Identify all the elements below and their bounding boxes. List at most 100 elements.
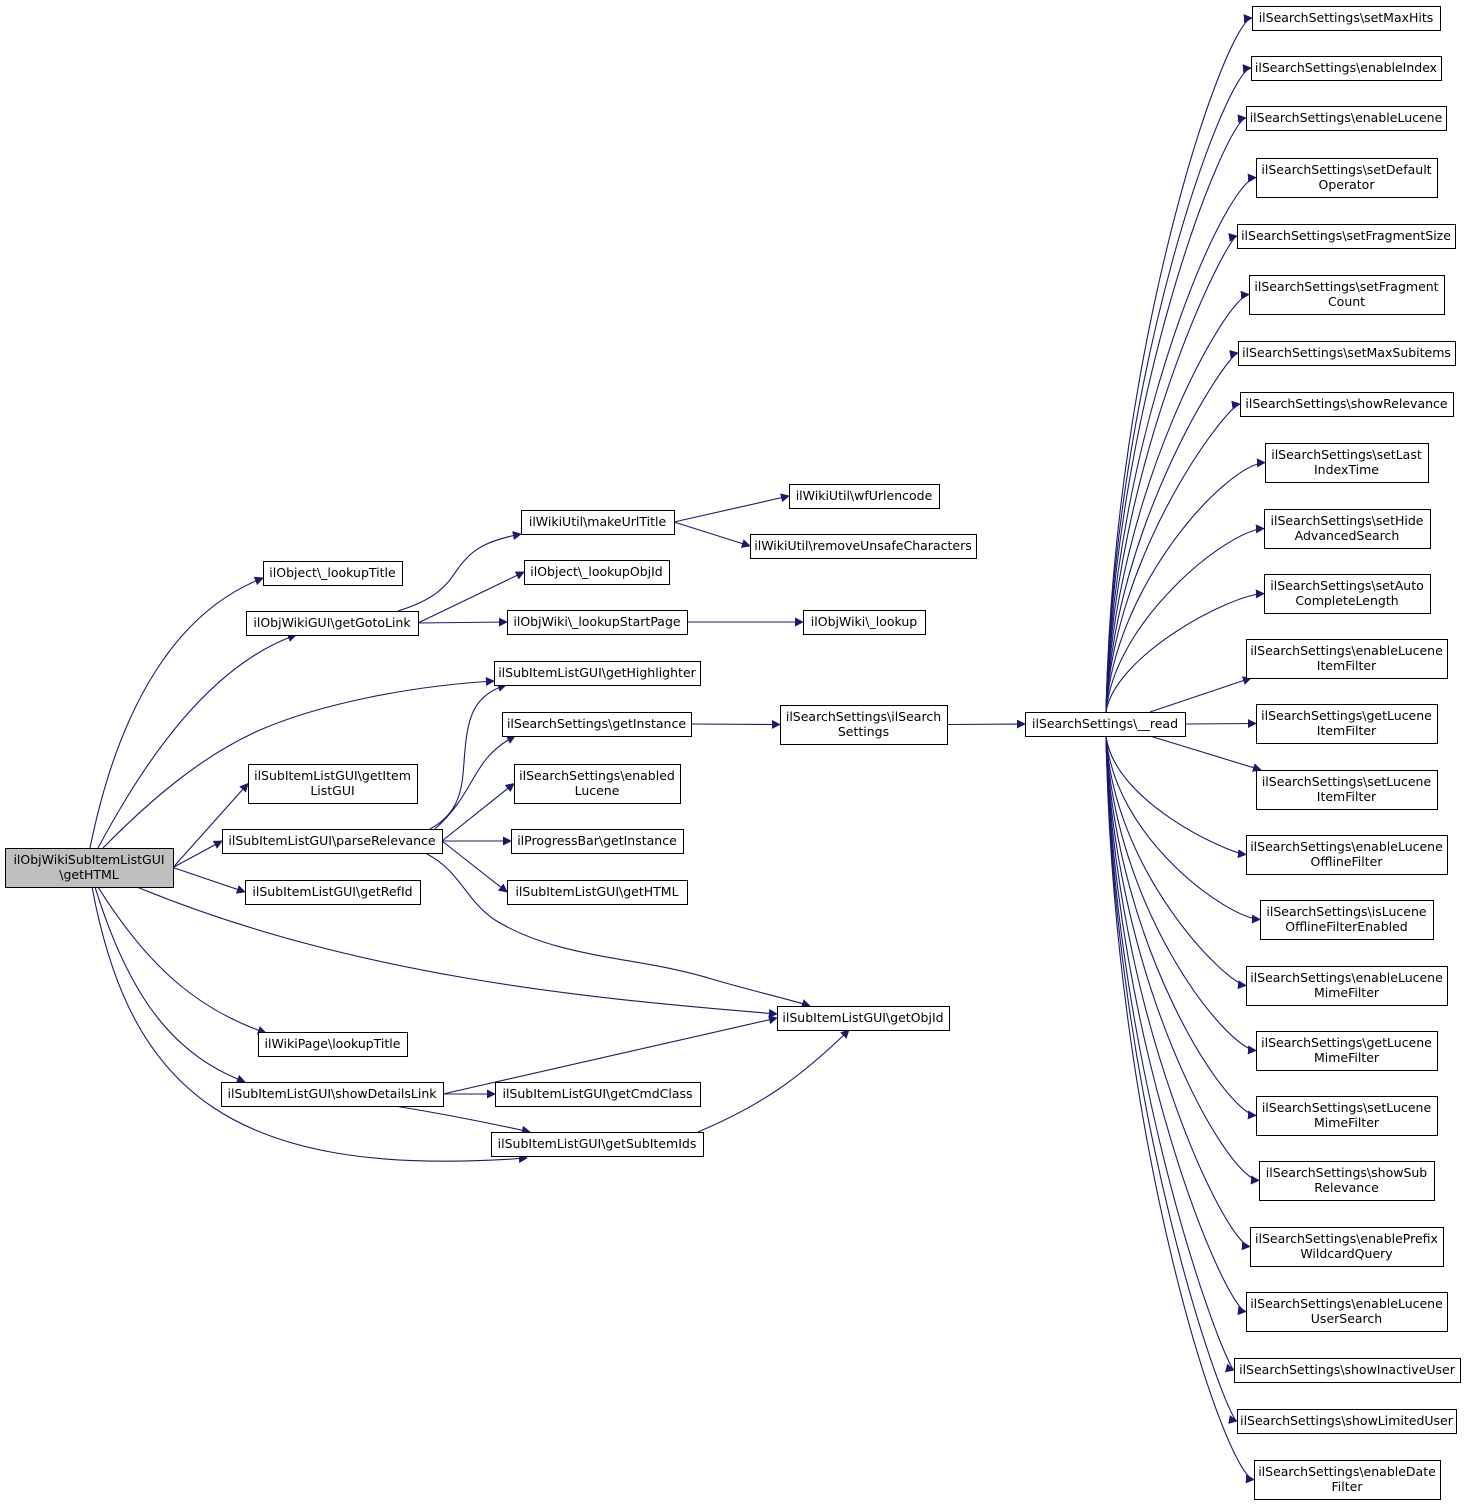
- node-r1[interactable]: ilSearchSettings\enableIndex: [1251, 56, 1442, 81]
- node-getRefId[interactable]: ilSubItemListGUI\getRefId: [245, 880, 421, 905]
- node-box: [1259, 1161, 1435, 1201]
- node-label: ilSearchSettings\setDefault: [1261, 162, 1431, 177]
- edge-getGotoLink-to-lookupObjId: [417, 571, 525, 624]
- node-label: \getHTML: [59, 867, 119, 882]
- node-wikiLookupTitle[interactable]: ilWikiPage\lookupTitle: [258, 1032, 408, 1057]
- node-label: OfflineFilterEnabled: [1285, 919, 1407, 934]
- node-label: ilSearchSettings\enableLucene: [1250, 839, 1443, 854]
- node-lookupStartPage[interactable]: ilObjWiki\_lookupStartPage: [507, 610, 688, 635]
- node-showDetailsLink[interactable]: ilSubItemListGUI\showDetailsLink: [221, 1082, 444, 1107]
- node-label: ilSearchSettings\enableLucene: [1250, 643, 1443, 658]
- node-label: ilSearchSettings\setAuto: [1270, 578, 1424, 593]
- node-r15[interactable]: ilSearchSettings\isLuceneOfflineFilterEn…: [1260, 900, 1434, 940]
- node-objWikiLookup[interactable]: ilObjWiki\_lookup: [803, 610, 926, 635]
- node-progressBar[interactable]: ilProgressBar\getInstance: [511, 829, 684, 854]
- node-label: ilSearchSettings\isLucene: [1266, 904, 1427, 919]
- edge-ilSearchSettingsCtor-to-read: [946, 719, 1026, 729]
- node-label: ilSubItemListGUI\getSubItemIds: [498, 1136, 697, 1151]
- node-label: Operator: [1319, 177, 1376, 192]
- edge-read-to-r23: [1105, 735, 1238, 1424]
- node-r20[interactable]: ilSearchSettings\enablePrefixWildcardQue…: [1250, 1227, 1444, 1267]
- node-getSubItemIds[interactable]: ilSubItemListGUI\getSubItemIds: [491, 1132, 704, 1157]
- node-box: [502, 712, 692, 737]
- edge-read-to-r4: [1105, 233, 1238, 713]
- node-box: [246, 611, 419, 636]
- node-label: ilSubItemListGUI\showDetailsLink: [227, 1086, 437, 1101]
- node-r7[interactable]: ilSearchSettings\showRelevance: [1240, 392, 1454, 417]
- node-box: [514, 764, 681, 804]
- node-box: [507, 880, 688, 905]
- node-getInstance[interactable]: ilSearchSettings\getInstance: [502, 712, 692, 737]
- node-lookupTitle[interactable]: ilObject\_lookupTitle: [263, 561, 403, 586]
- node-box: [222, 829, 443, 854]
- node-r6[interactable]: ilSearchSettings\setMaxSubitems: [1238, 341, 1456, 366]
- node-label: ilProgressBar\getInstance: [517, 833, 677, 848]
- node-getHighlighter[interactable]: ilSubItemListGUI\getHighlighter: [494, 661, 701, 686]
- node-r4[interactable]: ilSearchSettings\setFragmentSize: [1237, 224, 1456, 249]
- node-label: UserSearch: [1311, 1311, 1382, 1326]
- edge-read-to-r19: [1105, 735, 1260, 1185]
- node-subGetHTML[interactable]: ilSubItemListGUI\getHTML: [507, 880, 688, 905]
- node-box: [777, 1006, 950, 1031]
- node-makeUrlTitle[interactable]: ilWikiUtil\makeUrlTitle: [521, 510, 675, 535]
- edge-root-to-getGotoLink: [97, 633, 297, 849]
- node-box: [494, 661, 701, 686]
- edge-read-to-r2: [1105, 114, 1247, 713]
- node-r22[interactable]: ilSearchSettings\showInactiveUser: [1234, 1358, 1461, 1383]
- node-r0[interactable]: ilSearchSettings\setMaxHits: [1252, 6, 1441, 31]
- node-box: [1246, 639, 1448, 679]
- node-label: ilSearchSettings\showLimitedUser: [1240, 1413, 1454, 1428]
- node-r23[interactable]: ilSearchSettings\showLimitedUser: [1237, 1409, 1457, 1434]
- edge-read-to-r6: [1105, 349, 1239, 713]
- node-getGotoLink[interactable]: ilObjWikiGUI\getGotoLink: [246, 611, 419, 636]
- node-label: ilObject\_lookupObjId: [530, 564, 662, 579]
- node-label: ilSubItemListGUI\getCmdClass: [502, 1086, 692, 1101]
- node-label: ilSearchSettings\setFragmentSize: [1241, 228, 1451, 243]
- node-label: ilWikiUtil\makeUrlTitle: [529, 514, 667, 529]
- node-getCmdClass[interactable]: ilSubItemListGUI\getCmdClass: [495, 1082, 701, 1107]
- edge-parseRelevance-to-enabledLucene: [441, 782, 515, 842]
- edge-read-to-r1: [1105, 64, 1252, 713]
- edge-read-to-r17: [1105, 735, 1257, 1055]
- edge-root-to-getSubItemIds: [91, 886, 528, 1164]
- node-parseRelevance[interactable]: ilSubItemListGUI\parseRelevance: [222, 829, 443, 854]
- node-label: ilSearchSettings\enableLucene: [1250, 110, 1443, 125]
- node-root[interactable]: ilObjWikiSubItemListGUI\getHTML: [5, 848, 174, 888]
- node-wfUrlencode[interactable]: ilWikiUtil\wfUrlencode: [789, 484, 940, 509]
- edge-getGotoLink-to-makeUrlTitle: [397, 531, 522, 612]
- node-label: ilWikiPage\lookupTitle: [265, 1036, 401, 1051]
- node-box: [491, 1132, 704, 1157]
- node-r2[interactable]: ilSearchSettings\enableLucene: [1246, 106, 1447, 131]
- edge-read-to-r20: [1105, 735, 1251, 1251]
- node-r14[interactable]: ilSearchSettings\enableLuceneOfflineFilt…: [1246, 835, 1448, 875]
- node-removeUnsafe[interactable]: ilWikiUtil\removeUnsafeCharacters: [750, 534, 977, 559]
- node-label: ilSubItemListGUI\parseRelevance: [228, 833, 436, 848]
- node-label: ilSearchSettings\enableLucene: [1250, 970, 1443, 985]
- node-lookupObjId[interactable]: ilObject\_lookupObjId: [524, 560, 670, 585]
- node-label: ilSearchSettings\ilSearch: [786, 709, 941, 724]
- node-label: ilSubItemListGUI\getRefId: [252, 884, 412, 899]
- node-ilSearchSettingsCtor[interactable]: ilSearchSettings\ilSearchSettings: [780, 705, 948, 745]
- edge-read-to-r9: [1105, 524, 1265, 713]
- node-label: IndexTime: [1314, 462, 1379, 477]
- node-getObjId[interactable]: ilSubItemListGUI\getObjId: [777, 1006, 950, 1031]
- node-read[interactable]: ilSearchSettings\__read: [1025, 712, 1186, 737]
- node-box: [1254, 1460, 1441, 1500]
- node-box: [1256, 704, 1438, 744]
